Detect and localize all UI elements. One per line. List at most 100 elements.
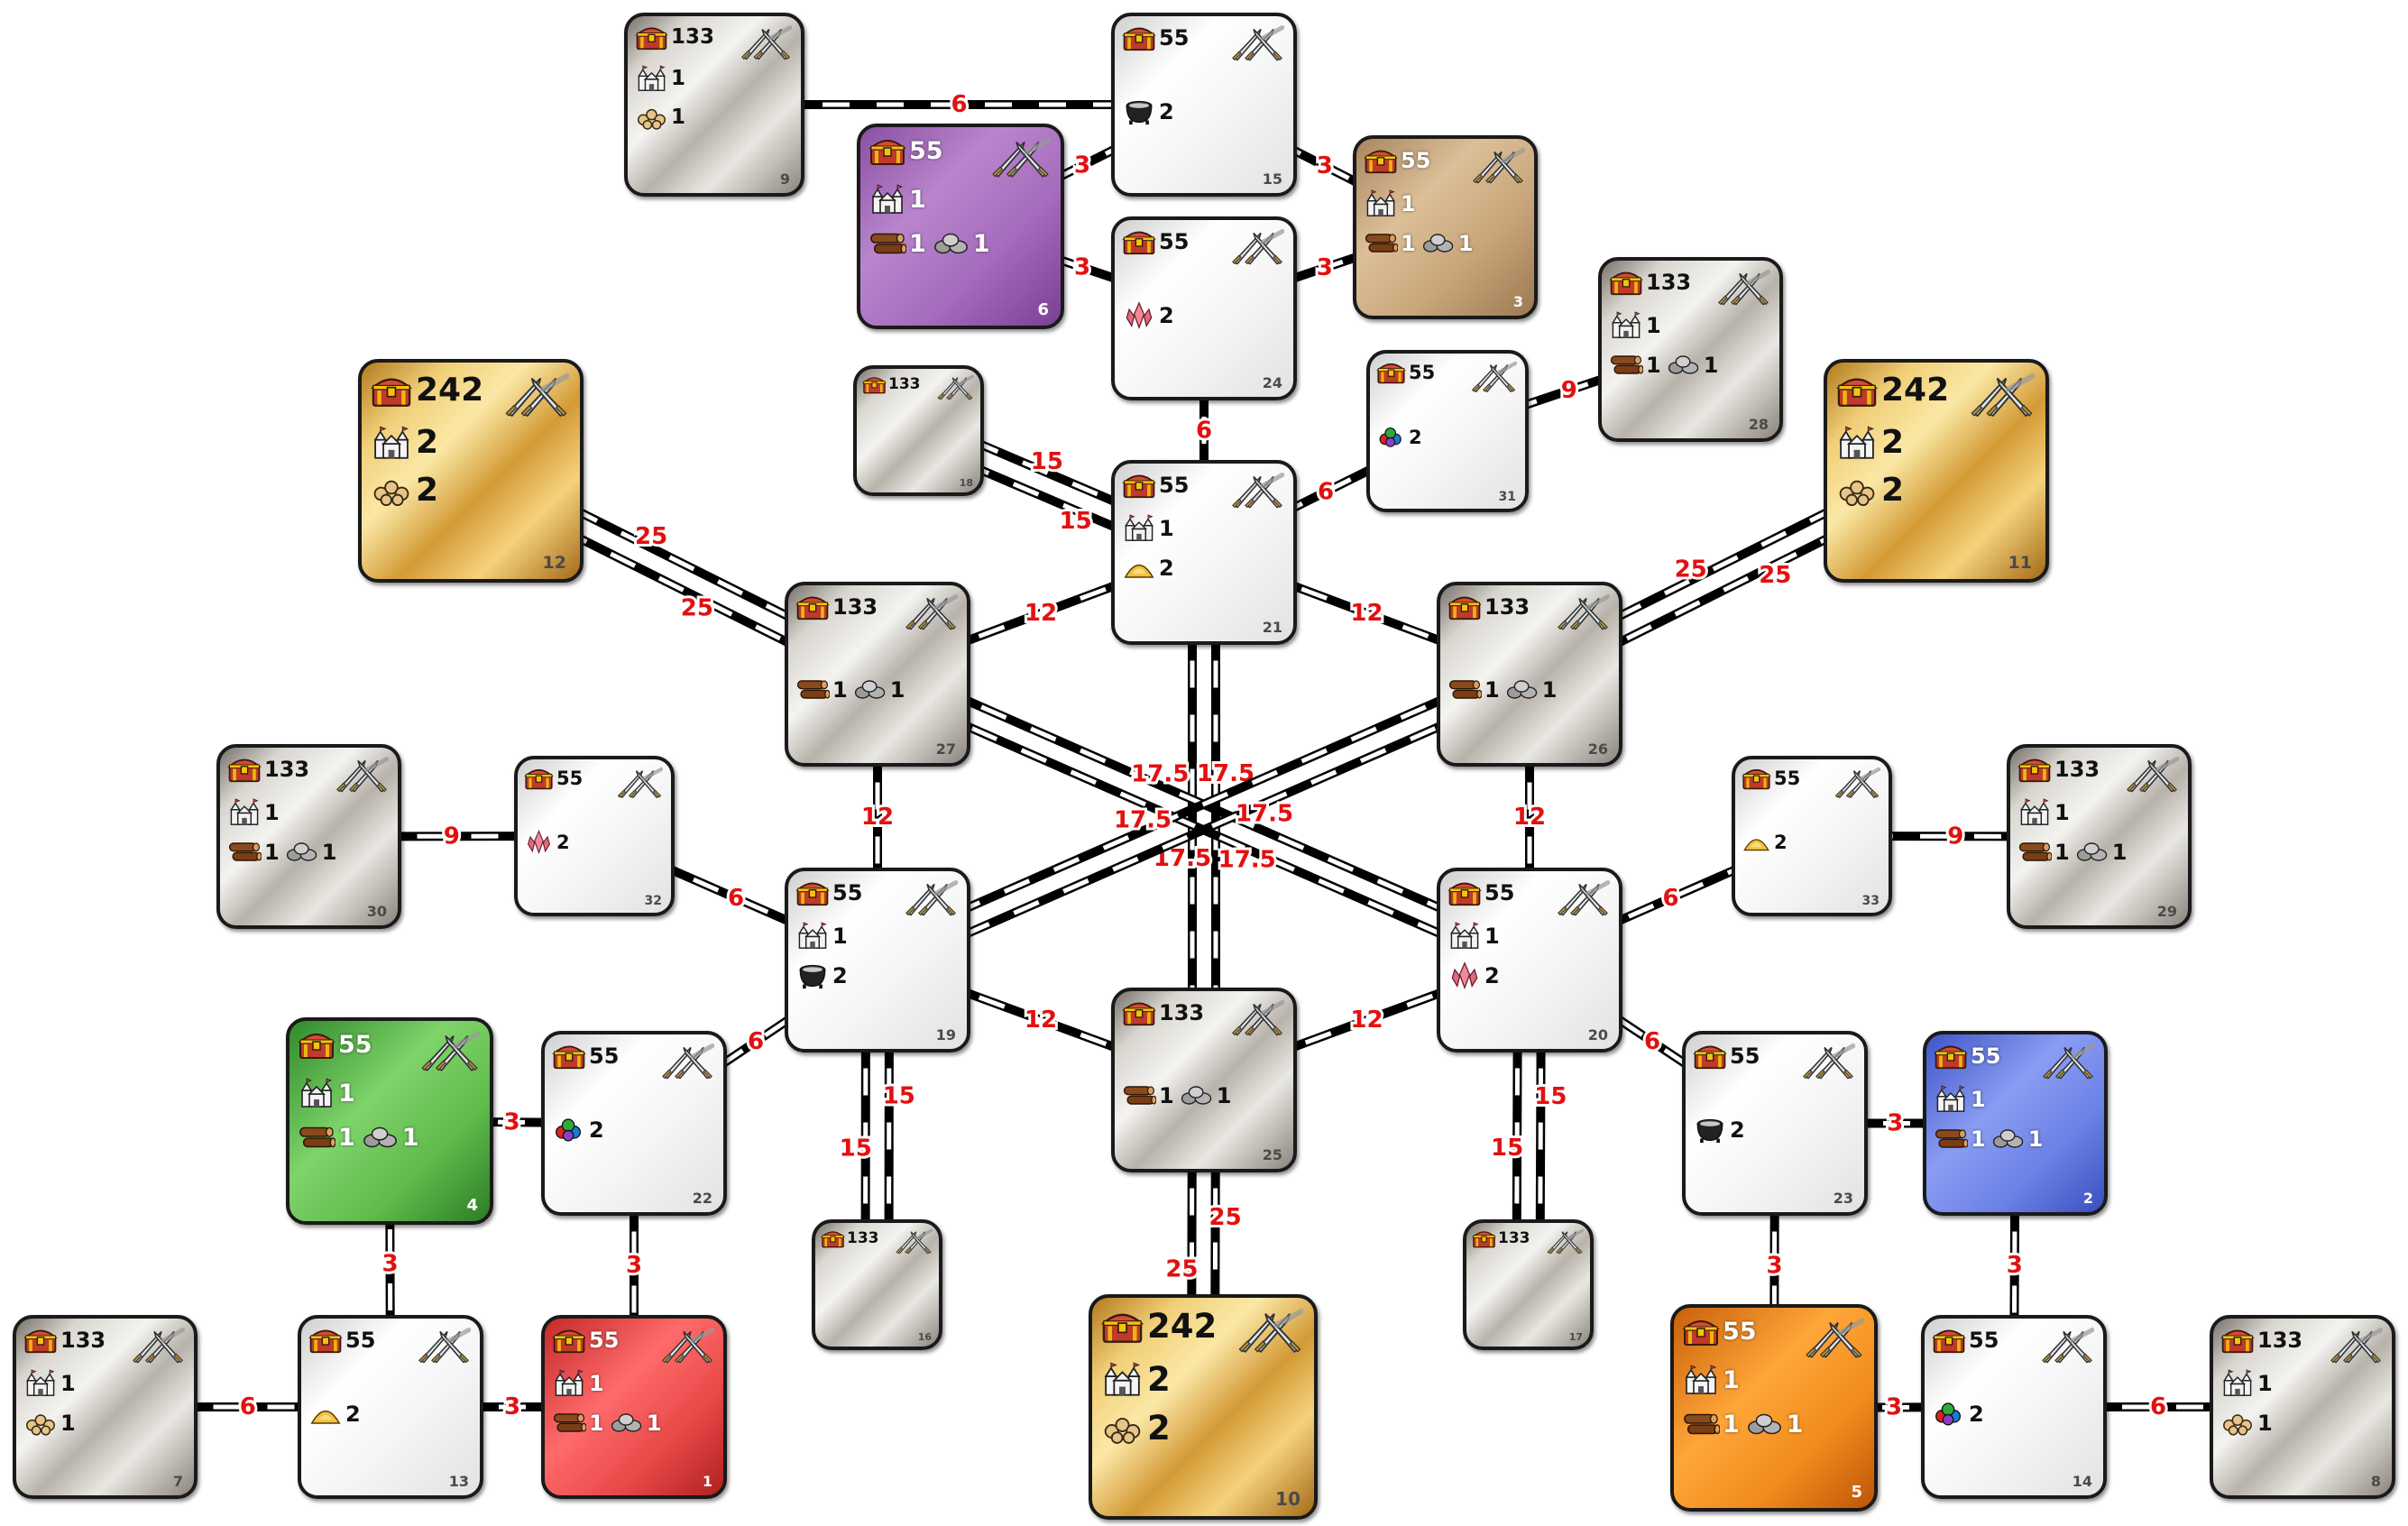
castle-icon	[2017, 798, 2052, 826]
gold-value: 133	[847, 1229, 879, 1247]
chest-icon	[1101, 1309, 1144, 1344]
castle-count: 1	[338, 1079, 355, 1108]
ore-icon	[635, 104, 668, 131]
sulfur-icon	[1742, 830, 1771, 854]
sulfur-icon	[1122, 554, 1156, 582]
wood-icon	[1122, 1081, 1156, 1109]
chest-icon	[552, 1042, 586, 1070]
chest-icon	[1122, 471, 1156, 499]
distance-label: 6	[1318, 478, 1334, 505]
distance-label: 17.5	[1131, 761, 1189, 788]
wood-icon	[1609, 351, 1643, 379]
distance-label: 12	[1025, 600, 1057, 627]
distance-label: 12	[1025, 1007, 1057, 1034]
gold-value: 55	[1969, 1327, 1999, 1353]
gold-value: 55	[589, 1043, 620, 1069]
distance-label: 3	[626, 1252, 642, 1279]
wood-count: 1	[338, 1123, 355, 1152]
tile-number: 33	[1861, 894, 1880, 908]
castle-icon	[1609, 311, 1643, 339]
tile-number: 7	[172, 1473, 183, 1490]
distance-label: 12	[1513, 804, 1546, 831]
gems-icon	[1376, 425, 1406, 449]
tile-number: 13	[448, 1473, 469, 1490]
cauldron-icon	[795, 961, 830, 989]
gold-value: 133	[1498, 1229, 1530, 1247]
ore-count: 1	[671, 106, 686, 129]
crystal-icon	[1448, 961, 1482, 989]
tile-number: 24	[1262, 374, 1282, 391]
tile-number: 1	[702, 1473, 712, 1490]
castle-count: 1	[909, 185, 926, 214]
ore-icon	[23, 1409, 58, 1437]
chest-icon	[298, 1029, 335, 1060]
road-dash	[960, 224, 1205, 311]
gold-value: 133	[60, 1327, 106, 1353]
tile-number: 22	[692, 1190, 712, 1207]
stone-icon	[362, 1122, 400, 1153]
gems-count: 2	[1409, 426, 1422, 448]
army-swords-icon	[1230, 469, 1284, 513]
distance-label: 3	[504, 1393, 520, 1420]
distance-label: 25	[1675, 556, 1707, 583]
distance-label: 3	[1886, 1394, 1902, 1421]
gold-value: 133	[2054, 756, 2100, 782]
chest-icon	[869, 135, 906, 166]
crystal-count: 2	[1159, 302, 1174, 328]
distance-label: 6	[1196, 417, 1212, 444]
stone-icon	[933, 228, 970, 259]
distance-label: 25	[681, 594, 713, 621]
stone-icon	[610, 1409, 644, 1437]
tile-number: 4	[466, 1196, 478, 1215]
wood-count: 1	[264, 839, 280, 865]
stone-count: 1	[1541, 676, 1558, 703]
army-swords-icon	[2125, 753, 2179, 797]
stone-icon	[2075, 838, 2109, 866]
stone-count: 1	[401, 1123, 419, 1152]
army-swords-icon	[1801, 1040, 1855, 1084]
distance-label: 15	[1491, 1135, 1523, 1162]
chest-icon	[1472, 1228, 1496, 1248]
distance-label: 6	[951, 91, 967, 118]
castle-count: 1	[671, 67, 686, 90]
tile-number: 3	[1512, 293, 1523, 310]
distance-label: 15	[883, 1083, 915, 1110]
army-swords-icon	[904, 877, 958, 921]
army-swords-icon	[660, 1040, 714, 1084]
distance-label: 12	[1350, 1007, 1383, 1034]
chest-icon	[1122, 227, 1156, 255]
